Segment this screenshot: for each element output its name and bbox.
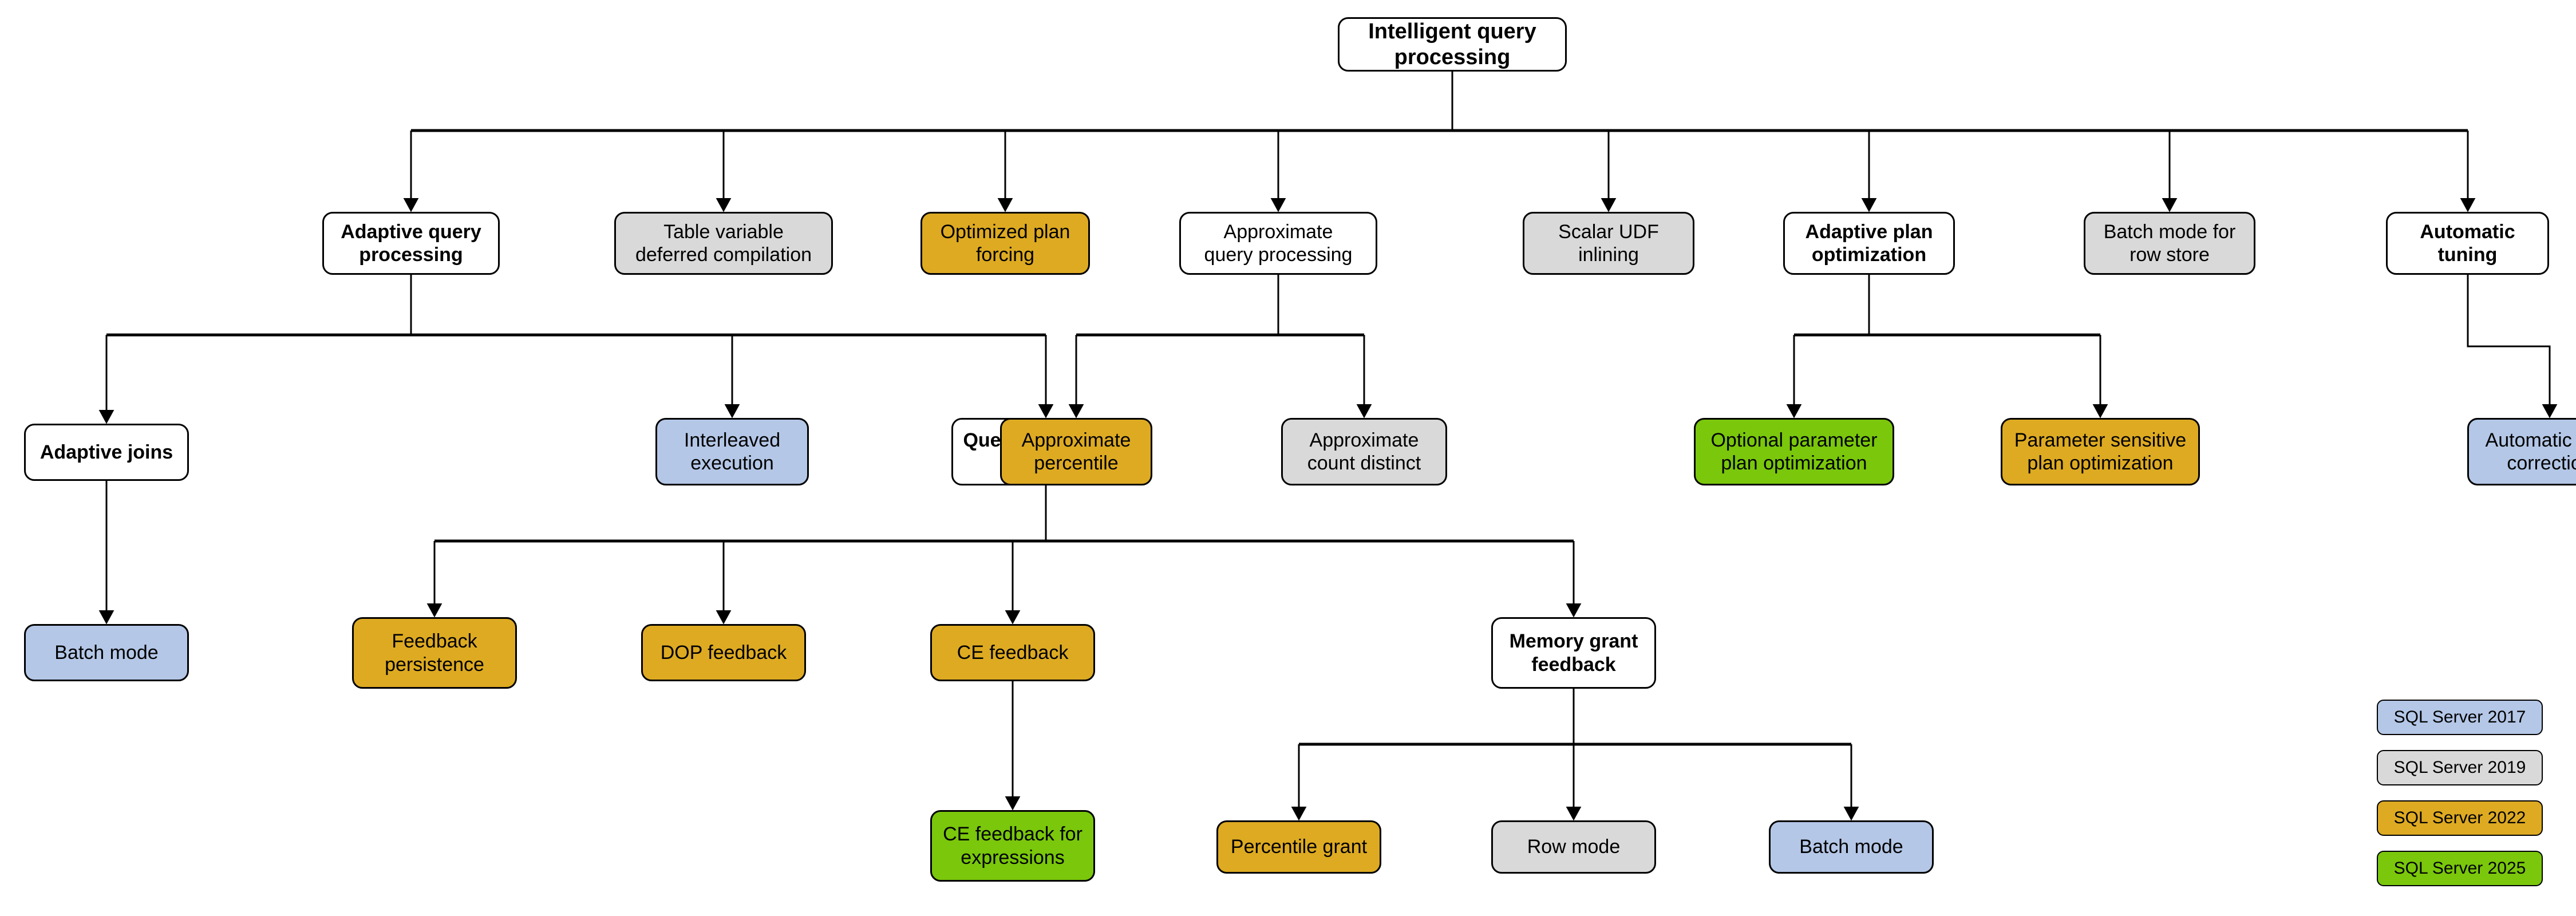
legend-item-label: SQL Server 2017 <box>2393 708 2526 727</box>
node-apc[interactable]: Automatic plan correction <box>2467 418 2576 485</box>
node-label: Interleaved execution <box>683 429 781 474</box>
node-dopfb[interactable]: DOP feedback <box>641 624 806 681</box>
node-cefbexpr[interactable]: CE feedback for expressions <box>930 810 1095 882</box>
node-label: Approximate query processing <box>1204 220 1353 266</box>
connector <box>2467 275 2558 418</box>
node-label: Intelligent query processing <box>1368 19 1536 69</box>
node-opf[interactable]: Optimized plan forcing <box>920 212 1090 275</box>
node-label: Optimized plan forcing <box>940 220 1070 266</box>
node-label: Feedback persistence <box>385 630 484 676</box>
node-fbpersist[interactable]: Feedback persistence <box>352 617 517 689</box>
node-root[interactable]: Intelligent query processing <box>1338 17 1567 72</box>
node-label: Approximate percentile <box>1021 429 1131 474</box>
node-label: Approximate count distinct <box>1307 429 1421 474</box>
node-label: Row mode <box>1527 836 1621 858</box>
node-batchmode1[interactable]: Batch mode <box>24 624 189 681</box>
node-label: Parameter sensitive plan optimization <box>2014 429 2187 474</box>
legend-item-2022: SQL Server 2022 <box>2377 800 2543 836</box>
node-label: CE feedback for expressions <box>943 823 1082 868</box>
node-label: Batch mode for row store <box>2103 220 2236 266</box>
node-label: Percentile grant <box>1230 836 1368 858</box>
node-label: Adaptive plan optimization <box>1805 220 1933 266</box>
node-label: Automatic tuning <box>2420 220 2515 266</box>
node-label: Table variable deferred compilation <box>635 220 812 266</box>
legend-item-label: SQL Server 2025 <box>2393 859 2526 878</box>
node-pspo[interactable]: Parameter sensitive plan optimization <box>2001 418 2200 485</box>
node-mgf[interactable]: Memory grant feedback <box>1491 617 1656 689</box>
node-bmrs[interactable]: Batch mode for row store <box>2084 212 2255 275</box>
legend-item-2017: SQL Server 2017 <box>2377 700 2543 735</box>
node-label: Adaptive query processing <box>341 220 481 266</box>
node-sudf[interactable]: Scalar UDF inlining <box>1523 212 1694 275</box>
legend-item-2025: SQL Server 2025 <box>2377 851 2543 886</box>
node-rowmode[interactable]: Row mode <box>1491 820 1656 874</box>
node-tvdc[interactable]: Table variable deferred compilation <box>614 212 833 275</box>
node-approxpct[interactable]: Approximate percentile <box>1000 418 1152 485</box>
node-label: Scalar UDF inlining <box>1558 220 1659 266</box>
node-aqp[interactable]: Adaptive query processing <box>322 212 500 275</box>
node-interleaved[interactable]: Interleaved execution <box>655 418 809 485</box>
node-label: Adaptive joins <box>39 441 173 463</box>
node-adjoins[interactable]: Adaptive joins <box>24 424 189 481</box>
node-cefb[interactable]: CE feedback <box>930 624 1095 681</box>
legend-item-2019: SQL Server 2019 <box>2377 750 2543 785</box>
node-label: CE feedback <box>957 641 1069 664</box>
legend-item-label: SQL Server 2019 <box>2393 758 2526 777</box>
node-autotune[interactable]: Automatic tuning <box>2386 212 2549 275</box>
node-aqproc[interactable]: Approximate query processing <box>1179 212 1377 275</box>
node-pctgrant[interactable]: Percentile grant <box>1216 820 1381 874</box>
legend-item-label: SQL Server 2022 <box>2393 808 2526 827</box>
node-label: Optional parameter plan optimization <box>1710 429 1878 474</box>
node-label: Automatic plan correction <box>2485 429 2576 474</box>
node-batchmode2[interactable]: Batch mode <box>1769 820 1934 874</box>
node-apo[interactable]: Adaptive plan optimization <box>1783 212 1955 275</box>
node-label: Memory grant feedback <box>1509 630 1638 676</box>
node-oppo[interactable]: Optional parameter plan optimization <box>1694 418 1894 485</box>
node-approxcd[interactable]: Approximate count distinct <box>1281 418 1447 485</box>
node-label: DOP feedback <box>660 641 787 664</box>
node-label: Batch mode <box>54 641 159 664</box>
node-label: Batch mode <box>1799 836 1903 858</box>
